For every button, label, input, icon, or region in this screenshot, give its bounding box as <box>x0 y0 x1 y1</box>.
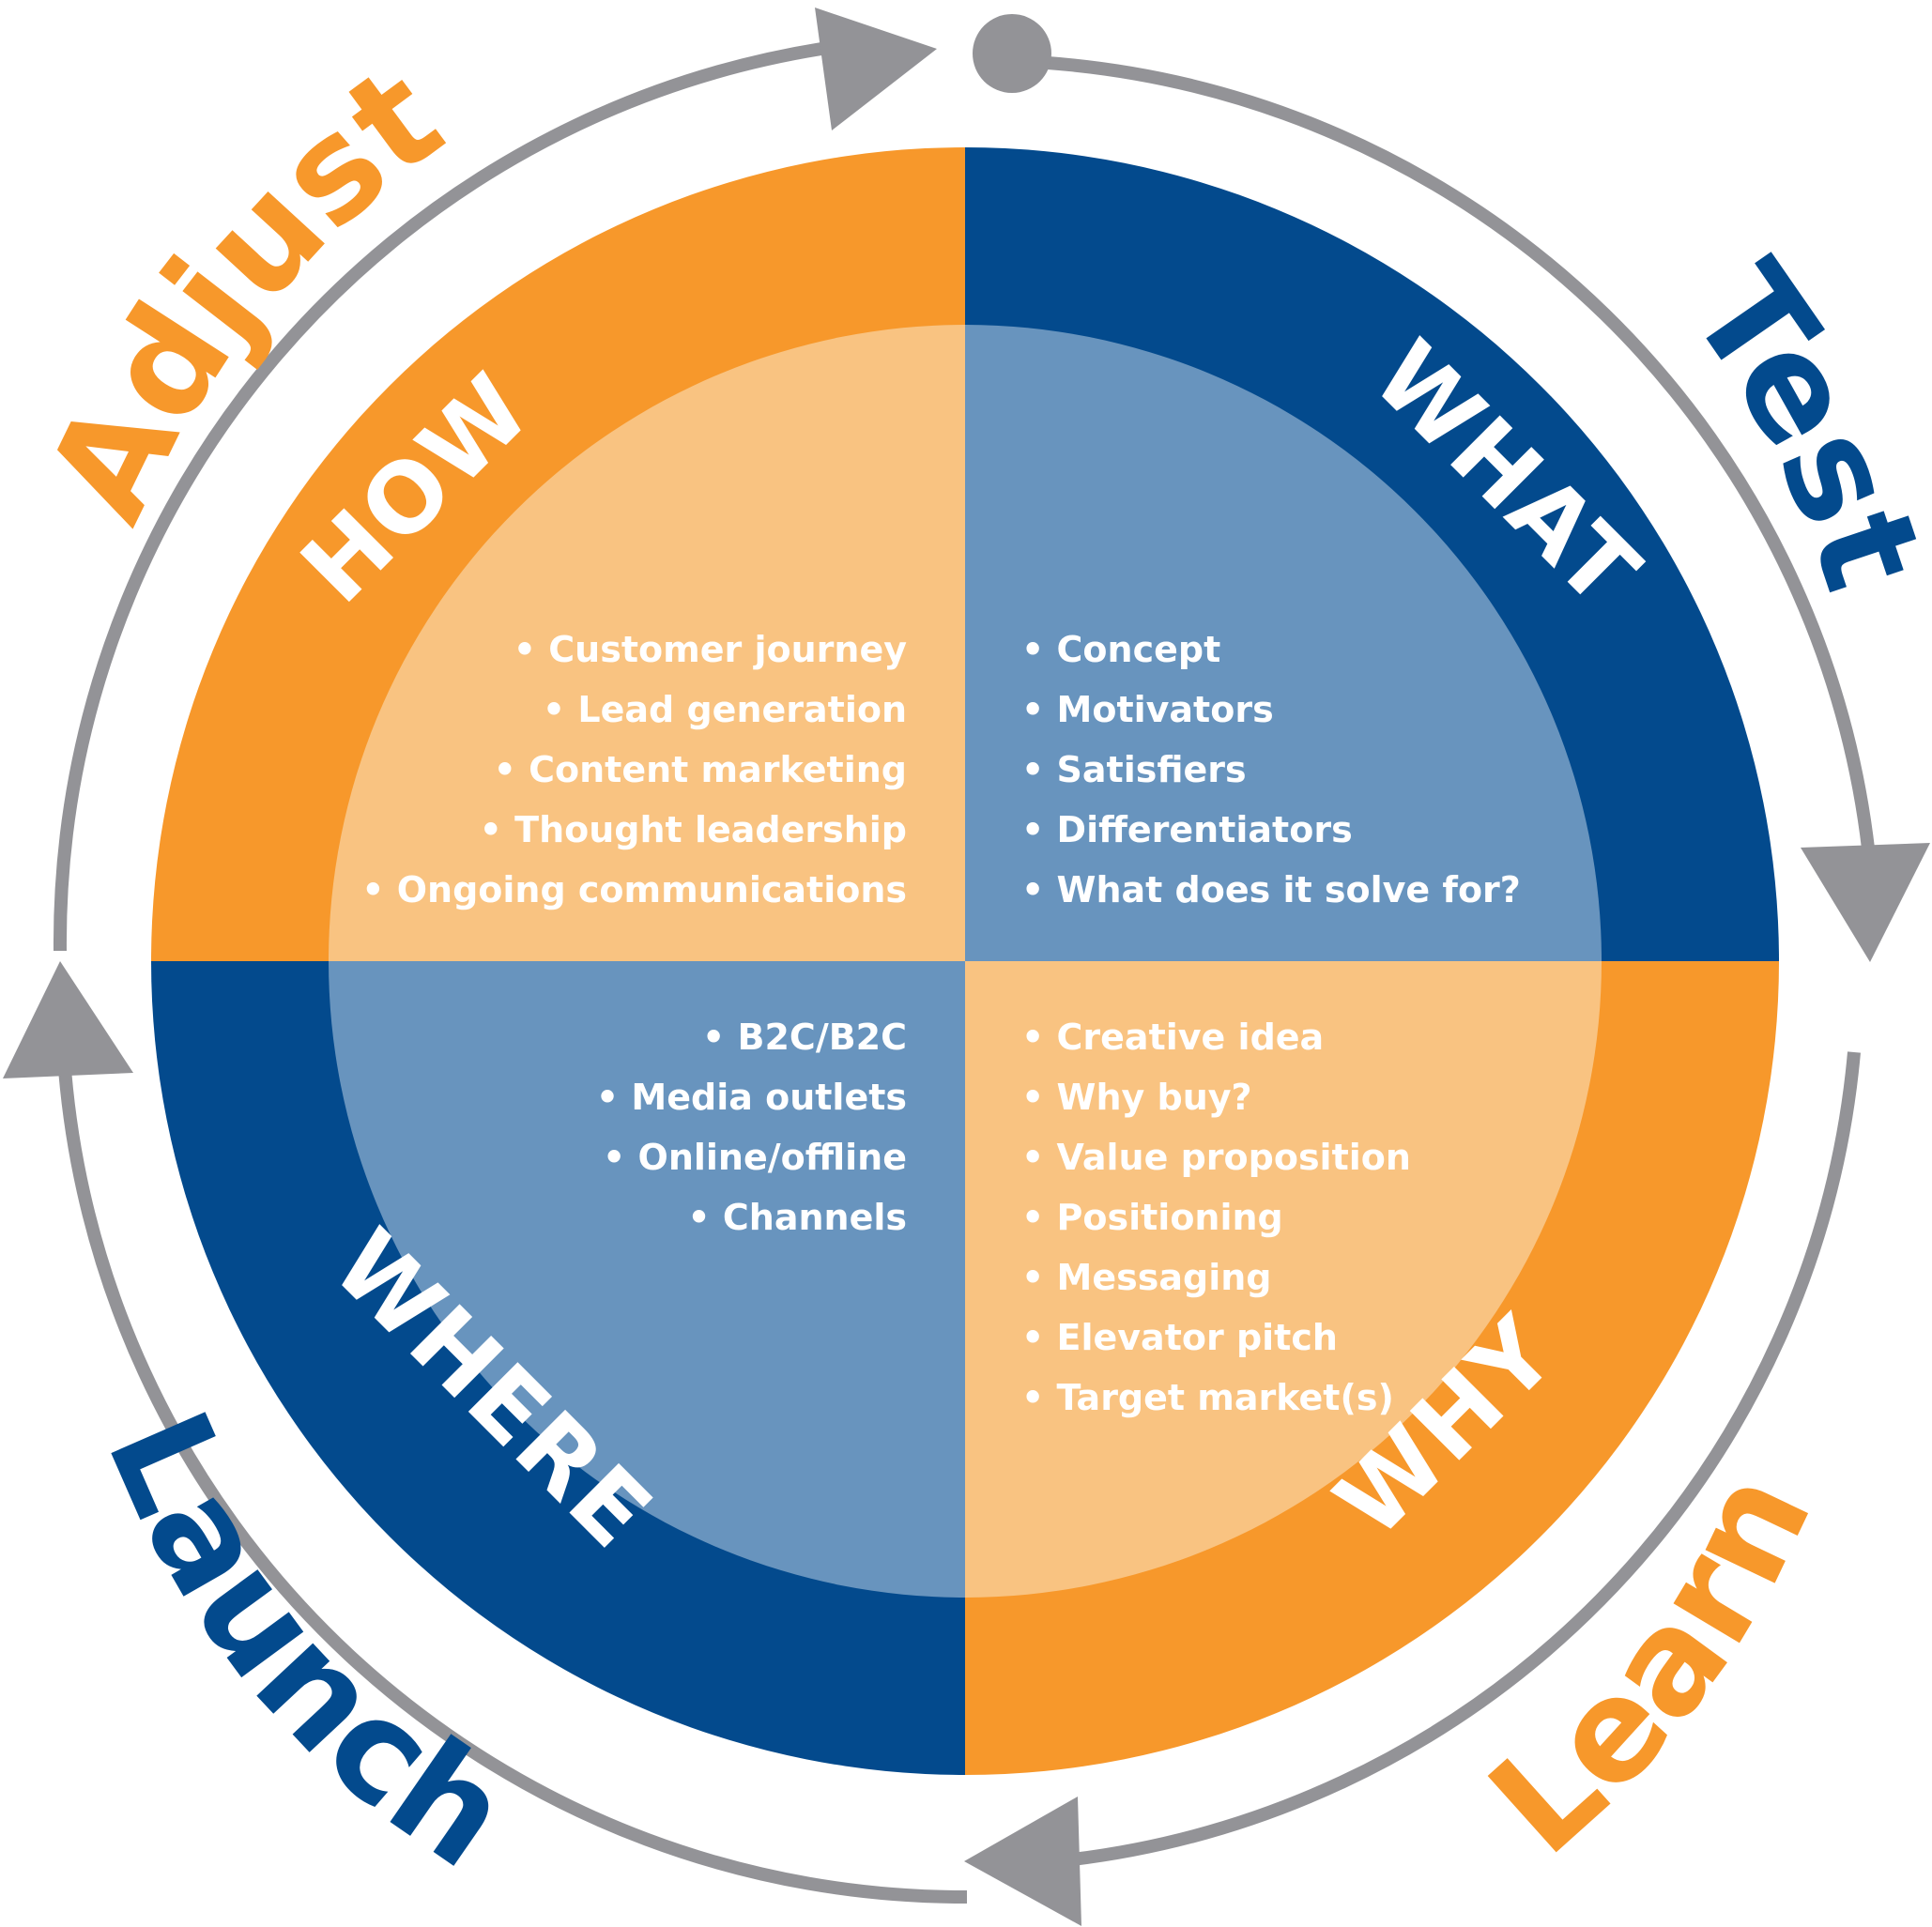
list-item: Satisfiers <box>1021 740 1521 800</box>
list-item: Concept <box>1021 619 1521 680</box>
arrowhead-left <box>3 961 133 1078</box>
list-item: Content marketing <box>361 740 907 800</box>
list-item: Thought leadership <box>361 800 907 860</box>
list-item: B2C/B2C <box>596 1007 907 1067</box>
list-item: Why buy? <box>1021 1067 1411 1127</box>
list-item: What does it solve for? <box>1021 860 1521 920</box>
arc-start-dot <box>973 14 1051 93</box>
list-item: Creative idea <box>1021 1007 1411 1067</box>
cycle-arrows <box>3 8 1930 1926</box>
list-item: Positioning <box>1021 1187 1411 1247</box>
arc-bottom <box>1055 1051 1861 1868</box>
list-item: Motivators <box>1021 680 1521 740</box>
list-item: Value proposition <box>1021 1127 1411 1187</box>
list-item: Ongoing communications <box>361 860 907 920</box>
arrowhead-bottom <box>964 1797 1081 1926</box>
arrowhead-right <box>1801 843 1930 962</box>
list-item: Differentiators <box>1021 800 1521 860</box>
list-item: Media outlets <box>596 1067 907 1127</box>
list-item: Elevator pitch <box>1021 1308 1411 1368</box>
list-item: Online/offline <box>596 1127 907 1187</box>
arrowhead-top <box>815 8 937 130</box>
why-list: Creative idea Why buy? Value proposition… <box>1021 1007 1411 1428</box>
where-list: B2C/B2C Media outlets Online/offline Cha… <box>596 1007 907 1247</box>
list-item: Messaging <box>1021 1247 1411 1308</box>
list-item: Customer journey <box>361 619 907 680</box>
how-list: Customer journey Lead generation Content… <box>361 619 907 920</box>
arc-bottom-left <box>57 1056 968 1904</box>
list-item: Lead generation <box>361 680 907 740</box>
list-item: Channels <box>596 1187 907 1247</box>
what-list: Concept Motivators Satisfiers Differenti… <box>1021 619 1521 920</box>
arc-top-left <box>53 42 823 952</box>
arc-top-right <box>1047 56 1877 866</box>
list-item: Target market(s) <box>1021 1368 1411 1428</box>
